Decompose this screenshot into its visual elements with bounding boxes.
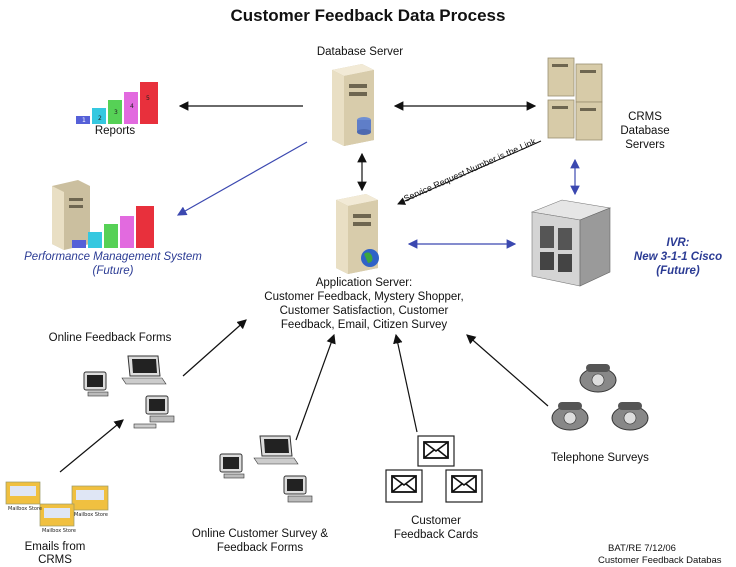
pms-server-chart-icon — [52, 180, 154, 250]
database-server-icon — [332, 64, 374, 146]
emails-label-2: CRMS — [38, 554, 72, 566]
app-server-label-1: Application Server: — [315, 277, 413, 289]
diagram-title: Customer Feedback Data Process — [230, 6, 506, 25]
app-server-label-4: Feedback, Email, Citizen Survey — [280, 319, 448, 331]
crms-servers-icon — [547, 57, 603, 141]
mailbox-label: Mailbox Store — [42, 528, 76, 534]
telephones-icon — [551, 364, 649, 431]
reports-bar-label: 3 — [114, 109, 118, 116]
pms-label-1: Performance Management System — [24, 251, 202, 263]
online-forms-label: Online Feedback Forms — [48, 332, 172, 344]
arrow-phone-to-app — [466, 334, 549, 407]
feedback-cards-envelopes-icon — [385, 435, 483, 503]
online-forms-computers-icon — [83, 355, 175, 429]
ivr-label-3: (Future) — [656, 265, 700, 277]
reports-bar-label: 2 — [98, 115, 102, 122]
mailbox-label: Mailbox Store — [74, 512, 108, 518]
ivr-label-1: IVR: — [666, 237, 690, 249]
arrow-forms-to-app — [182, 319, 247, 377]
database-server-label: Database Server — [316, 46, 404, 58]
reports-bar-label: 4 — [130, 103, 134, 110]
crms-label-1: CRMS — [628, 111, 662, 123]
arrow-emails-to-forms — [59, 419, 124, 473]
ivr-cabinet-icon — [530, 199, 612, 287]
app-server-label-3: Customer Satisfaction, Customer — [279, 305, 449, 317]
arrow-db-to-pms — [176, 141, 308, 216]
footer-label-2: Customer Feedback Databas — [598, 555, 722, 566]
reports-bar-chart-icon: 2 3 4 5 1 — [76, 82, 158, 124]
ivr-label-2: New 3-1-1 Cisco — [633, 251, 723, 263]
emails-label-1: Emails from — [24, 541, 86, 553]
survey-label-1: Online Customer Survey & — [191, 528, 329, 540]
arrow-survey-to-app — [295, 333, 336, 441]
crms-label-2: Database — [620, 125, 670, 137]
reports-bar-label: 1 — [82, 117, 86, 124]
footer-label-1: BAT/RE 7/12/06 — [608, 543, 676, 554]
application-server-icon — [336, 194, 379, 274]
reports-bar-label: 5 — [146, 95, 150, 102]
pms-label-2: (Future) — [92, 265, 134, 277]
mailbox-label: Mailbox Store — [8, 506, 42, 512]
cards-label-2: Feedback Cards — [393, 529, 479, 541]
arrow-cards-to-app — [393, 333, 418, 433]
reports-label: Reports — [94, 125, 136, 137]
telephone-label: Telephone Surveys — [551, 452, 649, 464]
cards-label-1: Customer — [411, 515, 461, 527]
app-server-label-2: Customer Feedback, Mystery Shopper, — [264, 291, 464, 303]
mailbox-icons: Mailbox Store Mailbox Store Mailbox Stor… — [5, 481, 109, 534]
crms-label-3: Servers — [625, 139, 665, 151]
survey-computers-icon — [219, 435, 313, 503]
survey-label-2: Feedback Forms — [216, 542, 304, 554]
arrow-crms-to-app — [397, 140, 542, 205]
